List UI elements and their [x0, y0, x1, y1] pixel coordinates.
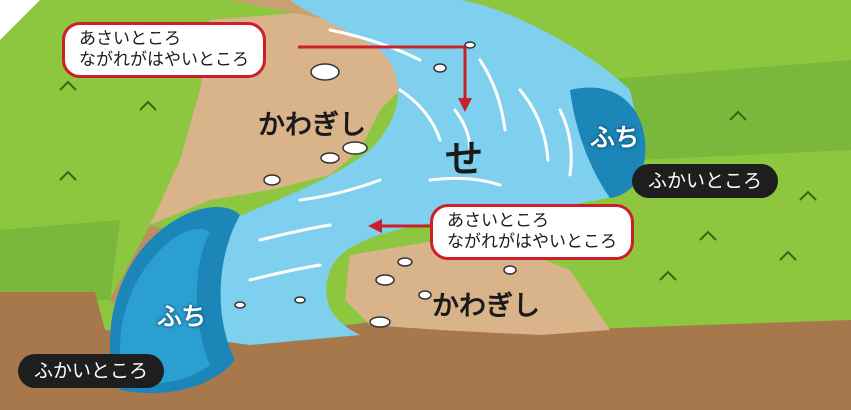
callout-middle-line1: あさいところ	[447, 211, 549, 231]
soil-cross-section	[0, 292, 851, 410]
stones	[234, 41, 517, 328]
label-kawagishi-lower: かわぎし	[432, 291, 540, 322]
callout-top-line2: ながれがはやいところ	[79, 50, 249, 70]
label-fuchi-left: ふち	[157, 302, 207, 331]
callout-middle-line2: ながれがはやいところ	[447, 232, 617, 252]
deep-pool-right	[570, 87, 646, 198]
grass-tufts	[59, 80, 817, 281]
label-se: せ	[445, 137, 484, 181]
label-kawagishi-upper: かわぎし	[258, 110, 366, 141]
label-fuchi-right: ふち	[590, 123, 640, 152]
callout-middle: あさいところ ながれがはやいところ	[430, 204, 634, 260]
pill-deep-right: ふかいところ	[632, 164, 779, 198]
callout-top-line1: あさいところ	[79, 29, 181, 49]
callout-arrows	[298, 45, 472, 233]
callout-top: あさいところ ながれがはやいところ	[62, 22, 266, 78]
pill-deep-left: ふかいところ	[18, 354, 165, 388]
water-ripples	[248, 28, 573, 282]
river-water	[140, 0, 637, 345]
